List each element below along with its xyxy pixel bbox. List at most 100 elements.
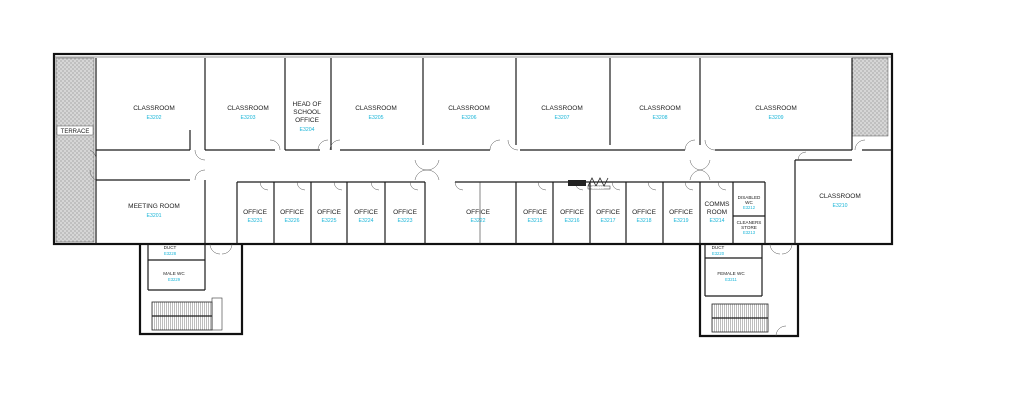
room-office-e3215[interactable]: OFFICE E3215 (523, 209, 547, 224)
room-code: E3204 (299, 127, 314, 133)
room-name-line-2: ROOM (707, 209, 727, 216)
room-code: E3223 (397, 218, 412, 224)
terrace-label: TERRACE (61, 129, 90, 135)
corridor-code: E3230 (592, 185, 605, 190)
room-code: E3205 (368, 115, 383, 121)
room-name-line-2: STORE (741, 225, 757, 230)
room-name: OFFICE (596, 209, 620, 216)
corridor-plant-symbol (568, 177, 611, 190)
room-name: OFFICE (243, 209, 267, 216)
room-duct-left[interactable]: DUCT E3228 (164, 245, 177, 256)
room-cleaners-store[interactable]: CLEANERS STORE E3213 (737, 220, 762, 235)
room-name-line-1: HEAD OF (293, 101, 322, 108)
room-name: DUCT (164, 245, 177, 250)
right-wing-interior (704, 244, 787, 337)
room-office-e3222[interactable]: OFFICE E3222 (466, 209, 490, 224)
room-classroom-e3205[interactable]: CLASSROOM E3205 (355, 105, 397, 121)
terrace-area-left (55, 57, 95, 243)
room-disabled-wc[interactable]: DISABLED WC E3212 (738, 195, 761, 210)
room-code: E3202 (146, 115, 161, 121)
room-classroom-e3203[interactable]: CLASSROOM E3203 (227, 105, 269, 121)
room-office-e3224[interactable]: OFFICE E3224 (354, 209, 378, 224)
room-code: E3213 (743, 230, 756, 235)
room-code: E3224 (358, 218, 373, 224)
terrace-label-box (56, 125, 94, 136)
room-female-wc[interactable]: FEMALE WC E3211 (717, 271, 745, 282)
room-name: OFFICE (280, 209, 304, 216)
room-name: OFFICE (669, 209, 693, 216)
room-office-e3225[interactable]: OFFICE E3225 (317, 209, 341, 224)
room-code: E3217 (600, 218, 615, 224)
room-name-line-2: SCHOOL (293, 109, 321, 116)
room-classroom-e3202[interactable]: CLASSROOM E3202 (133, 105, 175, 121)
room-name: CLASSROOM (227, 105, 269, 112)
room-name-line-1: CLEANERS (737, 220, 762, 225)
room-name: CLASSROOM (133, 105, 175, 112)
top-row-walls (95, 58, 892, 244)
room-name: OFFICE (466, 209, 490, 216)
room-code: E3231 (247, 218, 262, 224)
room-name: OFFICE (354, 209, 378, 216)
room-code: E3210 (832, 203, 847, 209)
room-duct-right[interactable]: DUCT E3220 (712, 245, 725, 256)
room-male-wc[interactable]: MALE WC E3229 (163, 271, 185, 282)
room-name: CLASSROOM (448, 105, 490, 112)
room-code: E3228 (164, 251, 177, 256)
room-office-e3216[interactable]: OFFICE E3216 (560, 209, 584, 224)
room-name: CLASSROOM (819, 193, 861, 200)
room-comms-room[interactable]: COMMS ROOM E3214 (705, 201, 731, 224)
room-name: CLASSROOM (755, 105, 797, 112)
room-office-e3218[interactable]: OFFICE E3218 (632, 209, 656, 224)
room-name: OFFICE (560, 209, 584, 216)
room-classroom-e3210[interactable]: CLASSROOM E3210 (819, 193, 861, 209)
room-code: E3229 (168, 277, 181, 282)
room-name: CLASSROOM (541, 105, 583, 112)
room-office-e3223[interactable]: OFFICE E3223 (393, 209, 417, 224)
room-code: E3212 (743, 205, 756, 210)
room-name: OFFICE (317, 209, 341, 216)
left-wing-interior (147, 244, 223, 331)
room-code: E3201 (146, 213, 161, 219)
room-head-of-school-office[interactable]: HEAD OF SCHOOL OFFICE E3204 (293, 101, 322, 133)
terrace-area-right (851, 57, 889, 137)
room-classroom-e3208[interactable]: CLASSROOM E3208 (639, 105, 681, 121)
room-office-e3217[interactable]: OFFICE E3217 (596, 209, 620, 224)
room-name: MALE WC (163, 271, 185, 276)
room-code: E3216 (564, 218, 579, 224)
room-name: OFFICE (523, 209, 547, 216)
corridor-walls (96, 159, 852, 244)
room-name: OFFICE (393, 209, 417, 216)
room-code: E3206 (461, 115, 476, 121)
room-name-line-1: COMMS (705, 201, 731, 208)
room-name: CLASSROOM (639, 105, 681, 112)
room-code: E3209 (768, 115, 783, 121)
room-code: E3225 (321, 218, 336, 224)
room-code: E3226 (284, 218, 299, 224)
room-code: E3207 (554, 115, 569, 121)
room-code: E3203 (240, 115, 255, 121)
room-name-line-1: DISABLED (738, 195, 761, 200)
room-code: E3219 (673, 218, 688, 224)
room-classroom-e3207[interactable]: CLASSROOM E3207 (541, 105, 583, 121)
door-swings (89, 139, 866, 255)
room-name-line-2: WC (745, 200, 753, 205)
room-classroom-e3206[interactable]: CLASSROOM E3206 (448, 105, 490, 121)
room-meeting-room[interactable]: MEETING ROOM E3201 (128, 203, 180, 219)
room-name: DUCT (712, 245, 725, 250)
room-classroom-e3209[interactable]: CLASSROOM E3209 (755, 105, 797, 121)
room-name-line-3: OFFICE (295, 117, 319, 124)
room-name: OFFICE (632, 209, 656, 216)
room-office-e3226[interactable]: OFFICE E3226 (280, 209, 304, 224)
room-office-e3219[interactable]: OFFICE E3219 (669, 209, 693, 224)
room-name: FEMALE WC (717, 271, 745, 276)
room-office-e3231[interactable]: OFFICE E3231 (243, 209, 267, 224)
building-outline (52, 52, 894, 338)
room-code: E3208 (652, 115, 667, 121)
room-code: E3222 (470, 218, 485, 224)
room-code: E3218 (636, 218, 651, 224)
room-code: E3214 (709, 218, 724, 224)
room-code: E3220 (712, 251, 725, 256)
room-name: CLASSROOM (355, 105, 397, 112)
room-code: E3215 (527, 218, 542, 224)
